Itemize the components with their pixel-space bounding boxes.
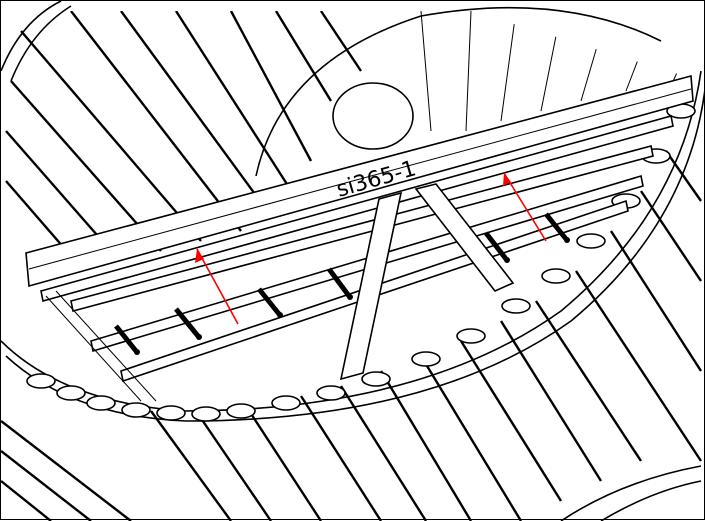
direction-arrows — [195, 172, 547, 325]
direction-arrow-left — [195, 248, 239, 325]
bolts — [114, 212, 570, 355]
bolt — [257, 287, 283, 318]
cross-brace — [339, 183, 515, 381]
outer-planks — [1, 150, 703, 521]
bolt — [326, 267, 353, 300]
arbor-hole — [332, 82, 414, 150]
lower-flange — [560, 465, 702, 521]
bolt — [114, 324, 140, 355]
bolt — [174, 307, 202, 340]
direction-arrow-right — [503, 172, 547, 242]
bolt — [484, 231, 510, 263]
drum-face — [255, 6, 662, 177]
bolt — [544, 212, 570, 243]
disk-planks — [5, 11, 692, 257]
